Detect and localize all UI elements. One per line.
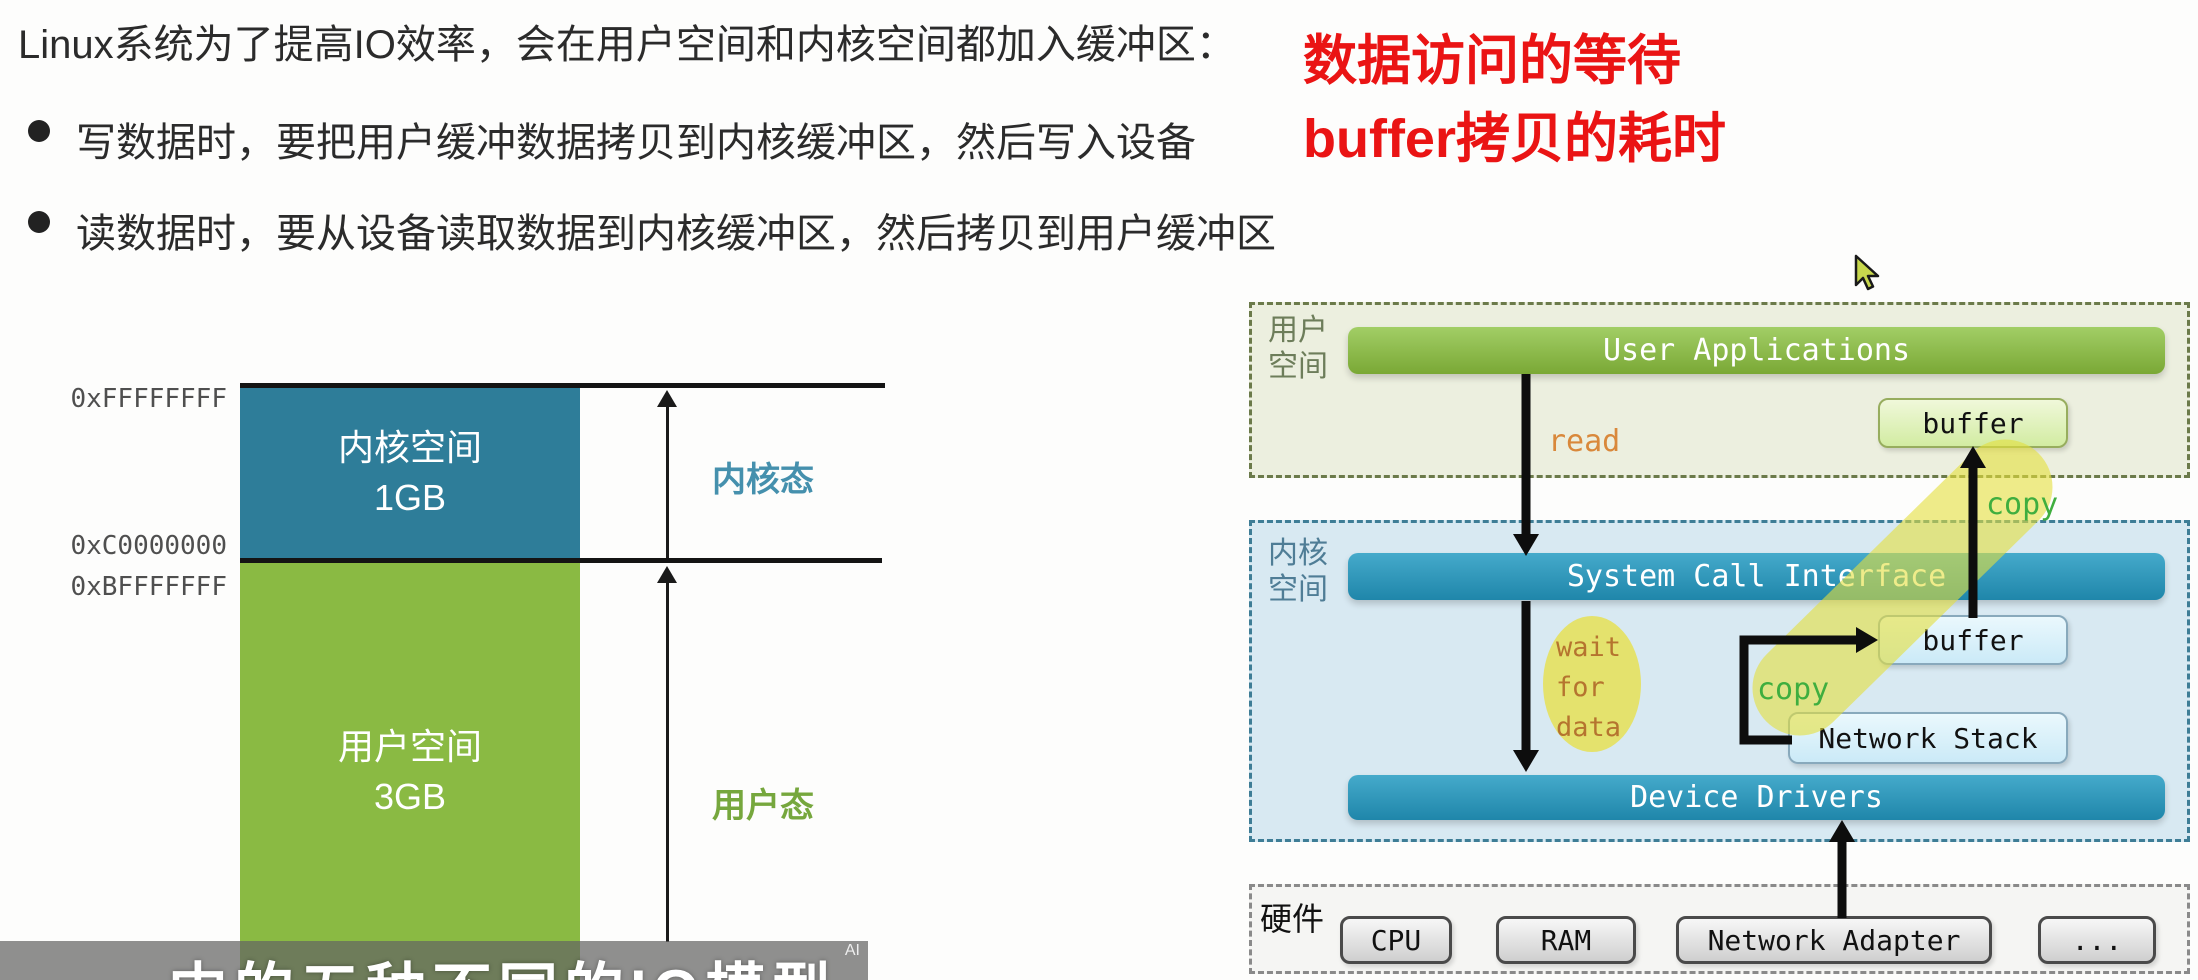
bullet-dot [28,211,50,233]
memory-middle-line [240,558,882,563]
address-0xBFFFFFFF: 0xBFFFFFFF [70,572,227,602]
hardware-label: 硬件 [1260,901,1325,937]
kernel-range-line [666,403,669,558]
memory-top-line [240,383,885,388]
kernel-space-title: 内核空间 [337,427,482,468]
ai-watermark: AI [844,942,860,959]
kernel-buffer-chip: buffer [1878,615,2068,665]
data-line: data [1556,712,1622,743]
user-copy-label: copy [1986,487,2059,522]
caption-text: 中的五种不同的IO模型 [168,943,837,980]
for-line: for [1556,672,1605,703]
address-0xC0000000: 0xC0000000 [70,531,227,561]
user-space-block: 用户空间 3GB [240,563,580,980]
io-kernel-space-label: 内核 空间 [1268,536,1328,608]
user-space-title: 用户空间 [337,725,482,767]
ram-chip: RAM [1496,916,1636,964]
network-adapter-chip: Network Adapter [1676,916,1992,964]
intro-line: Linux系统为了提高IO效率，会在用户空间和内核空间都加入缓冲区： [18,23,1236,67]
device-drivers-bar: Device Drivers [1348,775,2165,820]
bullet-item-read: 读数据时，要从设备读取数据到内核缓冲区，然后拷贝到用户缓冲区 [76,212,1276,256]
bullet-dot [28,120,50,142]
red-note-copy-cost: buffer拷贝的耗时 [1303,109,1726,169]
cpu-chip: CPU [1340,916,1452,964]
red-note-wait: 数据访问的等待 [1303,31,1681,91]
kernel-space-block: 内核空间 1GB [240,388,580,558]
io-user-space-label: 用户 空间 [1268,313,1328,385]
bullet-item-write: 写数据时，要把用户缓冲数据拷贝到内核缓冲区，然后写入设备 [76,121,1196,165]
wait-line: wait [1556,632,1622,663]
caption-bar: 中的五种不同的IO模型 AI [0,941,868,980]
user-range-arrowhead [657,566,677,583]
io-user-space-label-line1: 用户 [1268,314,1328,347]
user-mode-label: 用户态 [712,787,814,825]
address-0xFFFFFFFF: 0xFFFFFFFF [70,384,227,414]
io-kernel-space-label-line1: 内核 [1268,537,1328,570]
user-buffer-chip: buffer [1878,398,2068,448]
wait-for-data-highlight [1543,616,1641,752]
io-user-space-label-line2: 空间 [1268,350,1328,383]
system-call-interface-bar: System Call Interface [1348,553,2165,600]
network-stack-chip: Network Stack [1788,712,2068,764]
ellipsis-chip: ... [2038,916,2156,964]
kernel-mode-label: 内核态 [712,461,814,499]
user-space-size: 3GB [373,775,447,817]
kernel-range-arrowhead [657,390,677,407]
io-kernel-space-label-line2: 空间 [1268,573,1328,606]
kernel-space-size: 1GB [373,477,447,518]
read-label: read [1548,424,1621,459]
user-applications-bar: User Applications [1348,327,2165,374]
wait-for-data-label: wait for data [1556,628,1621,748]
kernel-copy-label: copy [1757,672,1830,707]
user-range-line [666,579,669,942]
mouse-cursor-icon [1854,254,1880,291]
